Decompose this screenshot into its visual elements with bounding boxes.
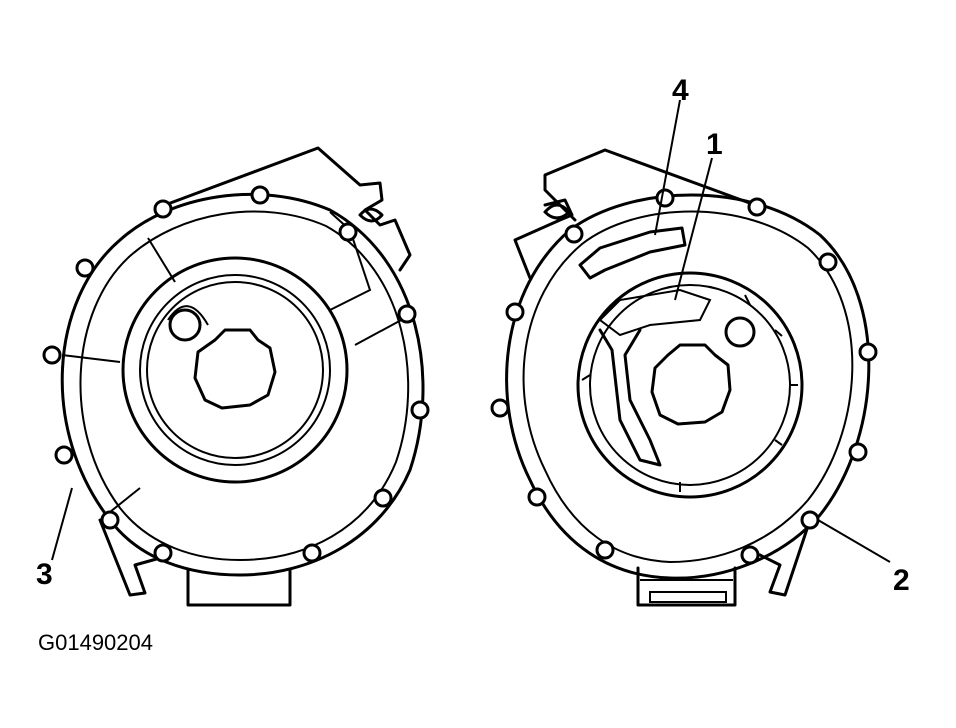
- right-splined-hub: [650, 343, 732, 426]
- callout-3-label: 3: [36, 558, 53, 591]
- callout-1-leader: [674, 157, 713, 301]
- right-clockspring-assembly: [490, 99, 891, 607]
- right-outer-housing: [505, 193, 871, 580]
- left-inner-flange: [79, 210, 410, 562]
- right-top-bracket: [543, 148, 757, 222]
- left-bolt-bosses: [42, 185, 430, 563]
- alignment-arrow: [578, 226, 687, 280]
- right-bottom-connector: [636, 566, 737, 607]
- callout-4-leader: [654, 99, 681, 236]
- left-mount-tab: [98, 518, 162, 597]
- left-outer-housing: [60, 192, 425, 577]
- callout-2-leader: [817, 519, 891, 563]
- callout-2-label: 2: [893, 564, 910, 597]
- callout-4-label: 4: [672, 74, 689, 107]
- left-bottom-connector: [186, 568, 292, 607]
- right-bolt-bosses: [490, 188, 878, 565]
- right-rotor-outer: [576, 271, 804, 499]
- figure-id: G01490204: [38, 630, 153, 655]
- left-splined-hub: [193, 328, 277, 410]
- callout-3-leader: [51, 487, 73, 561]
- left-top-bracket: [163, 146, 412, 272]
- connector-terminals: [649, 591, 727, 603]
- left-rotor-outer: [121, 256, 349, 484]
- right-inner-flange: [522, 210, 854, 564]
- right-mount-tab: [758, 518, 812, 597]
- ribbon-cable: [598, 328, 662, 467]
- right-pin-hole: [724, 316, 756, 348]
- left-pin-hole: [168, 308, 202, 342]
- callout-1-label: 1: [706, 128, 723, 161]
- left-clockspring-assembly: [42, 146, 430, 607]
- left-rotor-inner: [139, 274, 331, 466]
